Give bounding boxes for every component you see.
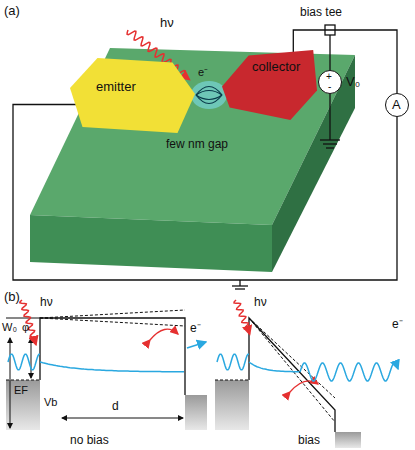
ground-symbol [232,280,248,289]
emitter-metal [215,380,249,430]
emitter-metal [6,380,40,430]
wavefunction [217,354,249,370]
ammeter: A [385,93,409,117]
text-label: e⁻ [198,66,208,78]
wavefunction [8,354,40,370]
barrier-profile [40,318,185,395]
energy-arrows [10,338,183,428]
electrode: collector [222,50,317,120]
barrier-variation [40,310,185,326]
barrier-variation [249,318,335,422]
text-label: Vb [44,396,57,408]
text-label: hν [40,296,53,309]
electron-arrow [187,342,206,348]
electrode-outline [70,58,195,133]
fermi-level [6,380,40,381]
text-label: hν [254,296,267,309]
gap-glow [191,81,227,109]
electrode: emitter [70,58,195,133]
electrode-outline [222,50,317,120]
node-label: - [328,81,331,92]
photon-arrow [234,300,250,334]
text-label: bias tee [300,6,342,19]
text-label: bias [298,434,320,447]
node-label: V₀ [346,75,360,89]
electrode-shape [70,58,195,133]
wavefunction [40,362,184,372]
text-label: few nm gap [166,138,228,151]
text-label: e⁻ [190,322,201,335]
collector-metal [185,395,207,430]
text-label: (a) [4,4,20,18]
text-label: W₀ [2,321,17,333]
substrate-front [30,215,272,272]
text-label: e⁻ [392,318,403,331]
fermi-level [215,380,249,381]
vacuum-level [6,318,40,319]
node-label: A [392,98,401,112]
node-label: collector [252,60,300,74]
text-label: (b) [4,290,20,304]
collector-metal [335,432,361,448]
text-label: d [112,400,119,413]
photon-arrow [20,300,37,345]
text-label: EF [14,384,28,396]
text-label: φ [22,321,29,333]
wavefunction [300,363,398,381]
node-label: emitter [96,80,136,94]
text-label: no bias [70,434,109,447]
wire [13,105,397,281]
field-lines [196,87,222,104]
barrier-profile [249,318,335,432]
node-label: + [326,71,332,82]
field-variation-arrow [150,329,178,340]
field-variation-arrow [290,381,318,392]
text-label: hν [160,16,174,30]
voltage-source: +-V₀ [318,70,342,94]
wavefunction [249,362,299,372]
